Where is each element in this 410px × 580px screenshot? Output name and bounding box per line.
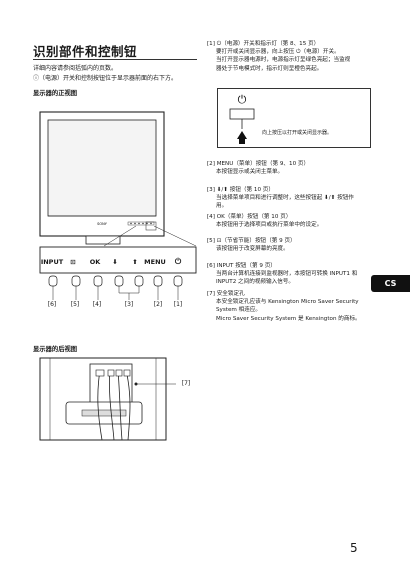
up-arrow-icon [237, 131, 247, 139]
callout-4: [4] [92, 301, 102, 308]
item-5: [5] ⊡（节省节能）按钮（第 9 页） 该按钮用于改变屏幕的亮度。 [207, 237, 377, 253]
power-icon: ⏻ [174, 257, 182, 266]
down-button-label: ⬇ [112, 258, 118, 266]
item-6: [6] INPUT 按钮（第 9 页） 当两台计算机连接到监视器时，本按钮可转换… [207, 262, 377, 287]
item-7-heading: [7] 安全锁定孔 [207, 291, 245, 297]
item-7-line-3: Micro Saver Security System 是 Kensington… [216, 315, 361, 322]
item-4-line-1: 本按钮用于选择项目或执行菜单中的设定。 [216, 222, 323, 229]
callout-5: [5] [70, 301, 80, 308]
up-button-label: ⬆ [132, 258, 138, 266]
item-7-line-1: 本安全锁定孔应该与 Kensington Micro Saver Securit… [216, 299, 359, 306]
rear-view-heading: 显示器的后视图 [33, 346, 78, 353]
item-3-heading: [3] ⬇/⬆ 按钮（第 10 页） [207, 187, 274, 193]
item-7: [7] 安全锁定孔 本安全锁定孔应该与 Kensington Micro Sav… [207, 290, 377, 323]
rear-view-diagram [39, 357, 176, 441]
input-button-label: INPUT [40, 258, 64, 266]
ok-button-label: OK [89, 258, 101, 266]
item-2: [2] MENU（菜单）按钮（第 9、10 页） 本按钮显示或关闭主菜单。 [207, 160, 377, 176]
item-4: [4] OK（菜单）按钮（第 10 页） 本按钮用于选择项目或执行菜单中的设定。 [207, 213, 377, 229]
callout-7: [7] [181, 380, 191, 387]
item-1-line-1: 要打开或关闭显示器，向上按压 ⏻（电源）开关。 [216, 49, 340, 56]
item-2-heading: [2] MENU（菜单）按钮（第 9、10 页） [207, 161, 310, 167]
callout-6: [6] [47, 301, 57, 308]
item-4-heading: [4] OK（菜单）按钮（第 10 页） [207, 214, 292, 220]
item-7-line-2: System 相连应。 [216, 307, 262, 314]
cables [97, 369, 131, 441]
item-6-heading: [6] INPUT 按钮（第 9 页） [207, 263, 276, 269]
item-6-line-1: 当两台计算机连接到监视器时，本按钮可转换 INPUT1 和 [216, 271, 358, 278]
control-buttons [48, 275, 183, 287]
item-3-line-1: 当选择菜单项目和进行调整时，这些按钮起 ⬇/⬆ 按钮作 [216, 195, 354, 202]
item-6-line-2: INPUT2 之间的视频输入信号。 [216, 279, 294, 286]
power-switch-inset: ⏻ 向上按压以打开或关闭显示器。 [217, 88, 371, 148]
callout-2: [2] [153, 301, 163, 308]
item-1-line-2: 当打开显示器电源时，电源指示灯呈绿色亮起；当监视 [216, 57, 351, 64]
intro-line-1: 详细内容请参阅括弧内的页数。 [33, 65, 118, 72]
item-5-heading: [5] ⊡（节省节能）按钮（第 9 页） [207, 238, 296, 244]
title-divider [33, 59, 197, 60]
item-1: [1] ⏻（电源）开关和指示灯（第 8、15 页） 要打开或关闭显示器，向上按压… [207, 40, 377, 73]
item-2-line-1: 本按钮显示或关闭主菜单。 [216, 169, 284, 176]
item-3-line-2: 用。 [216, 203, 228, 210]
front-view-heading: 显示器的正视图 [33, 90, 78, 97]
front-view-diagram: SONY [39, 111, 197, 300]
page-title: 识别部件和控制钮 [33, 44, 138, 59]
item-1-heading: [1] ⏻（电源）开关和指示灯（第 8、15 页） [207, 41, 320, 47]
item-3: [3] ⬇/⬆ 按钮（第 10 页） 当选择菜单项目和进行调整时，这些按钮起 ⬇… [207, 186, 377, 211]
page-number: 5 [350, 541, 358, 555]
power-switch-note: 向上按压以打开或关闭显示器。 [262, 130, 333, 136]
item-5-line-1: 该按钮用于改变屏幕的亮度。 [216, 246, 289, 253]
control-panel [39, 246, 197, 274]
power-symbol-icon: ⏻ [238, 93, 247, 106]
menu-button-label: MENU [144, 258, 166, 266]
callout-1: [1] [173, 301, 183, 308]
security-lock-hole [134, 382, 138, 386]
intro-text: 详细内容请参阅括弧内的页数。 ⓘ（电源）开关和控制按钮位于显示器前面的右下方。 [33, 64, 203, 83]
eco-button-label: ⊡ [70, 258, 76, 266]
monitor-stand [85, 235, 121, 245]
bezel-buttons [127, 221, 155, 226]
language-tab: CS [371, 275, 410, 292]
power-switch-illustration: ⏻ [229, 93, 255, 144]
intro-line-2: ⓘ（电源）开关和控制按钮位于显示器前面的右下方。 [33, 74, 178, 82]
sony-logo: SONY [97, 222, 108, 226]
callout-3: [3] [124, 301, 134, 308]
monitor-screen [47, 119, 157, 217]
item-1-line-3: 器处于节电模式时，指示灯则呈橙色亮起。 [216, 65, 323, 72]
